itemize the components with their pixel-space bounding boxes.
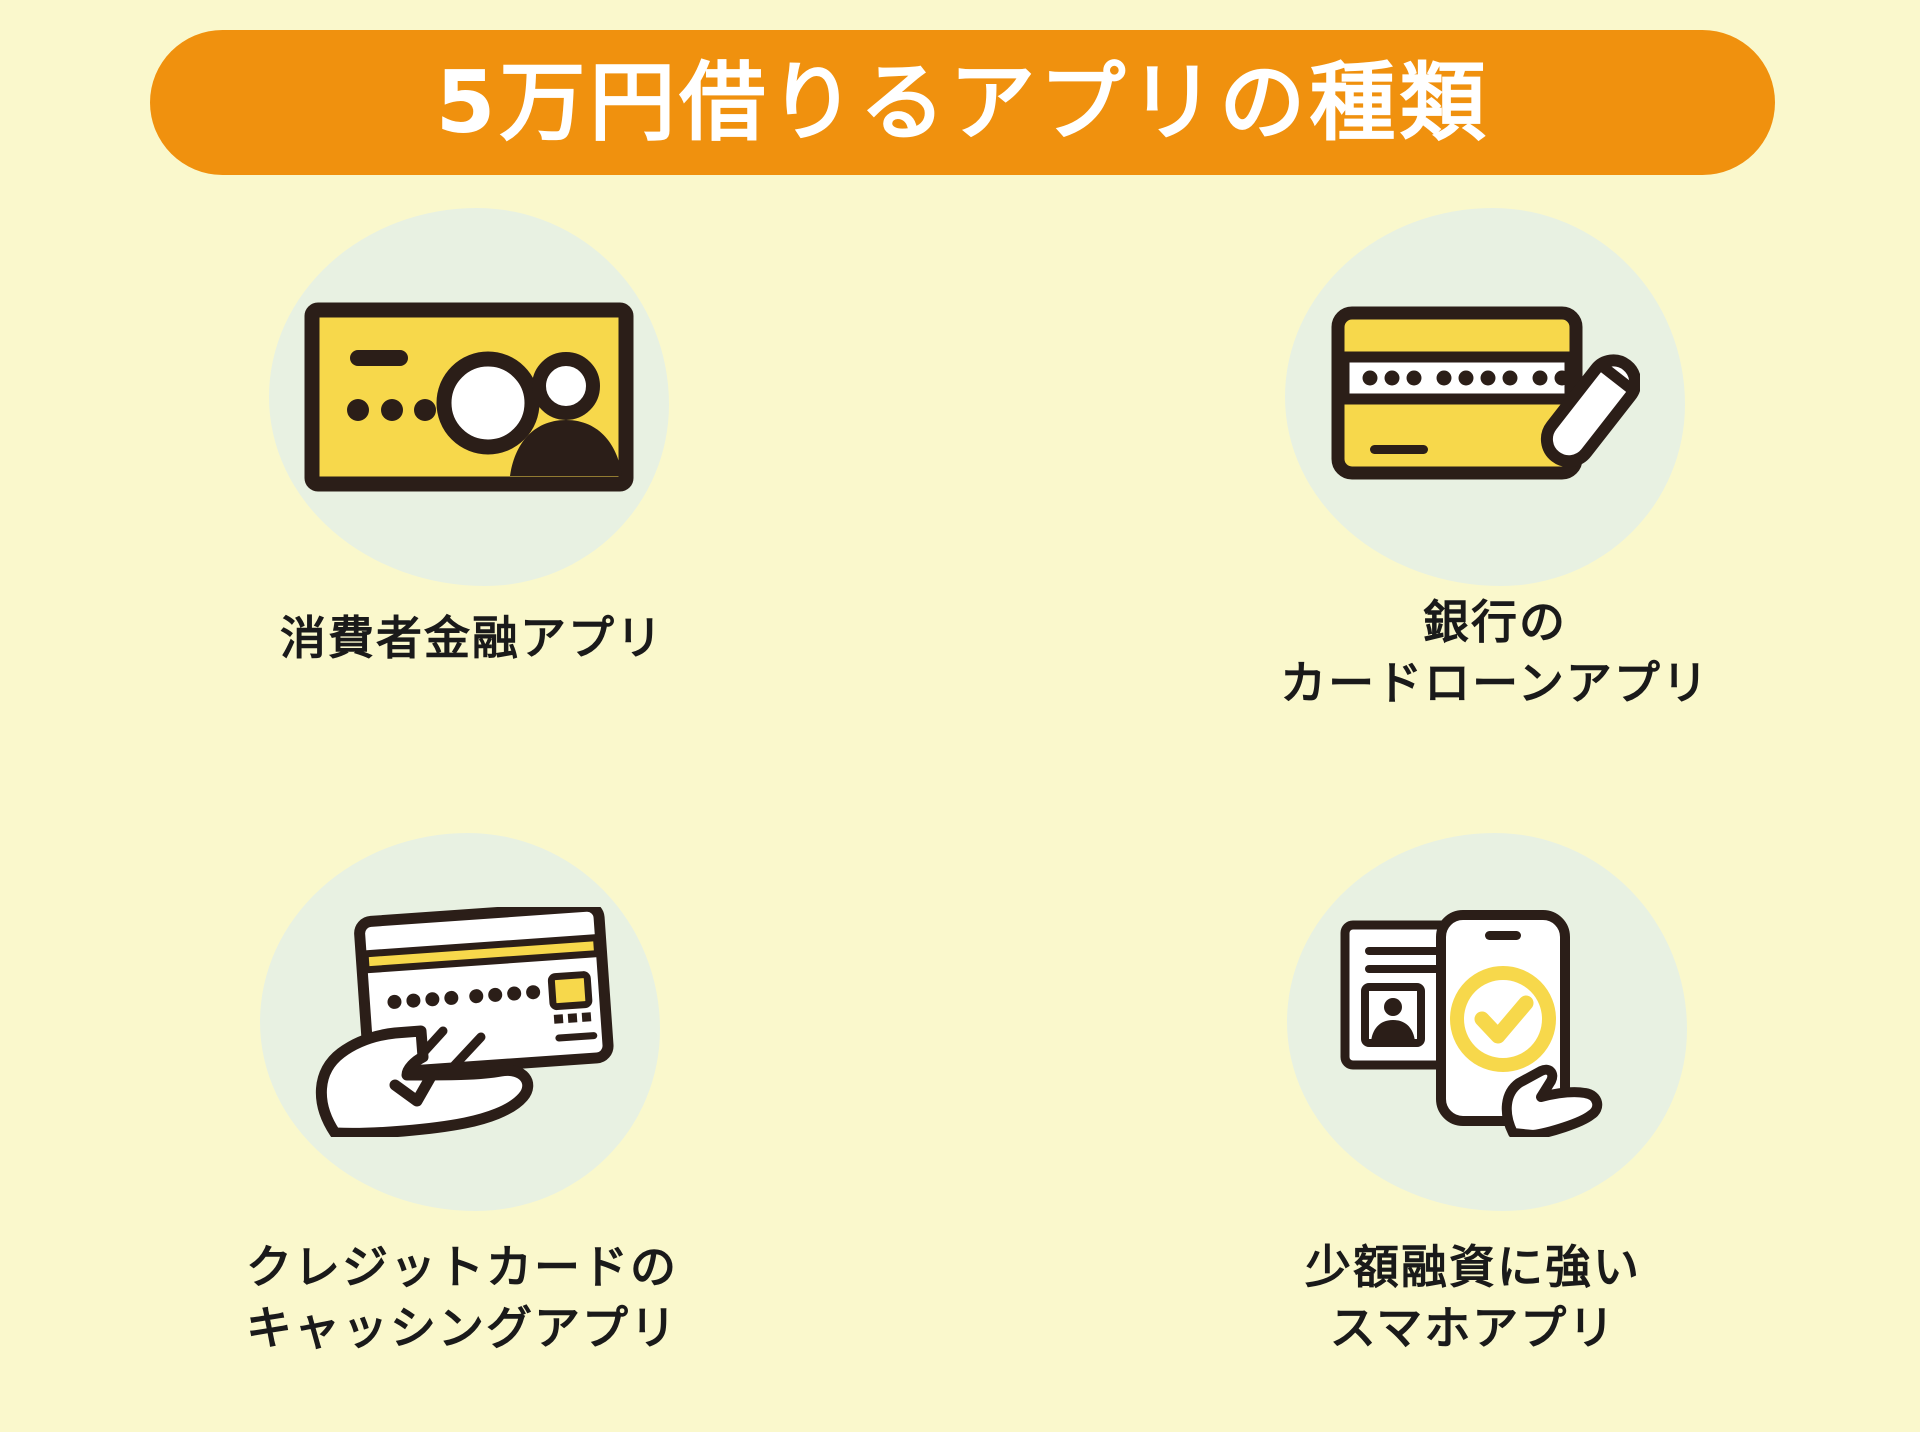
category-label: 少額融資に強い スマホアプリ	[1305, 1240, 1641, 1355]
title-banner: 5万円借りるアプリの種類	[150, 30, 1775, 175]
category-label: クレジットカードの キャッシングアプリ	[246, 1240, 678, 1355]
icon-blob	[1287, 833, 1687, 1211]
category-card-consumer-finance: 消費者金融アプリ	[0, 180, 960, 805]
icon-blob	[1285, 208, 1685, 586]
bank-card-pen-icon	[1331, 306, 1640, 479]
category-card-smartphone-loan: 少額融資に強い スマホアプリ	[960, 805, 1920, 1430]
hand-holding-credit-card-icon	[316, 907, 614, 1137]
category-card-credit-cashing: クレジットカードの キャッシングアプリ	[0, 805, 960, 1430]
category-grid: 消費者金融アプリ	[0, 180, 1920, 1430]
category-label: 銀行の カードローンアプリ	[1280, 595, 1710, 710]
icon-blob	[269, 208, 669, 586]
page-title: 5万円借りるアプリの種類	[435, 52, 1490, 153]
icon-blob	[260, 833, 660, 1211]
id-card-smartphone-check-icon	[1340, 910, 1603, 1137]
cash-machine-person-icon	[304, 302, 634, 492]
category-card-bank-cardloan: 銀行の カードローンアプリ	[960, 180, 1920, 805]
id-card-icon	[1340, 920, 1470, 1070]
category-label: 消費者金融アプリ	[280, 611, 664, 665]
